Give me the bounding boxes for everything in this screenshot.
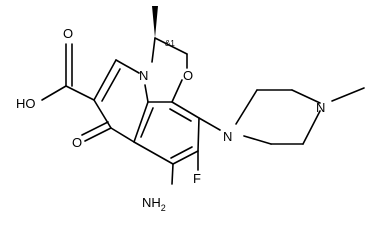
bond-n-c2 xyxy=(115,59,140,74)
bond-ketone-a xyxy=(84,127,112,142)
amino-nh: NH xyxy=(142,195,161,210)
bond-n4-methyl xyxy=(331,87,365,102)
bond-pip-1 xyxy=(235,89,258,125)
wedge-bond-methyl xyxy=(152,6,158,38)
bond-pip-6 xyxy=(243,135,272,145)
bond-c9a-c10-a xyxy=(171,101,200,119)
bond-ketone-b xyxy=(81,121,109,136)
atom-label-amino: NH2 xyxy=(142,195,166,213)
bond-pip-3 xyxy=(291,89,321,104)
bond-c8-c4a xyxy=(133,141,174,165)
bond-c2-c3-a xyxy=(93,59,117,101)
bond-c9-c8-b xyxy=(170,146,193,159)
bond-o-c9a xyxy=(171,79,183,103)
bond-c9b-c4a xyxy=(133,101,149,143)
bond-c10-piperazine-n xyxy=(198,117,221,131)
bond-c9-c8-a xyxy=(172,150,199,165)
bond-cooh-oh xyxy=(41,85,67,101)
atom-label-ketone-o: O xyxy=(72,135,82,150)
bond-chiral-n xyxy=(151,37,156,63)
molecule-structure-diagram: HO O O N O N N F NH2 &1 xyxy=(16,6,365,213)
bond-c10-c9 xyxy=(197,117,200,152)
bond-n-c9b xyxy=(144,84,149,103)
bond-c8-nh2 xyxy=(171,163,174,185)
stereo-label: &1 xyxy=(165,39,175,48)
atom-label-ring-n: N xyxy=(139,68,148,83)
bond-chiral-ch2 xyxy=(154,37,188,55)
atom-label-piperazine-n1: N xyxy=(223,129,232,144)
bond-pip-4 xyxy=(302,110,321,145)
atom-label-carboxyl-o: O xyxy=(63,26,73,41)
bond-c4a-c9b-inner xyxy=(140,107,154,138)
atom-label-fluoro: F xyxy=(193,171,201,186)
bond-c9a-c10-b xyxy=(169,108,192,122)
amino-subscript: 2 xyxy=(161,203,166,213)
bond-c4-c4a xyxy=(110,127,135,143)
atom-label-ho: HO xyxy=(16,96,36,111)
atom-label-ring-o: O xyxy=(183,68,193,83)
atom-label-piperazine-n4: N xyxy=(316,100,325,115)
bond-c3-cooh xyxy=(65,85,95,101)
bond-c2-c3-b xyxy=(101,68,121,102)
bond-c3-c4 xyxy=(93,99,112,129)
